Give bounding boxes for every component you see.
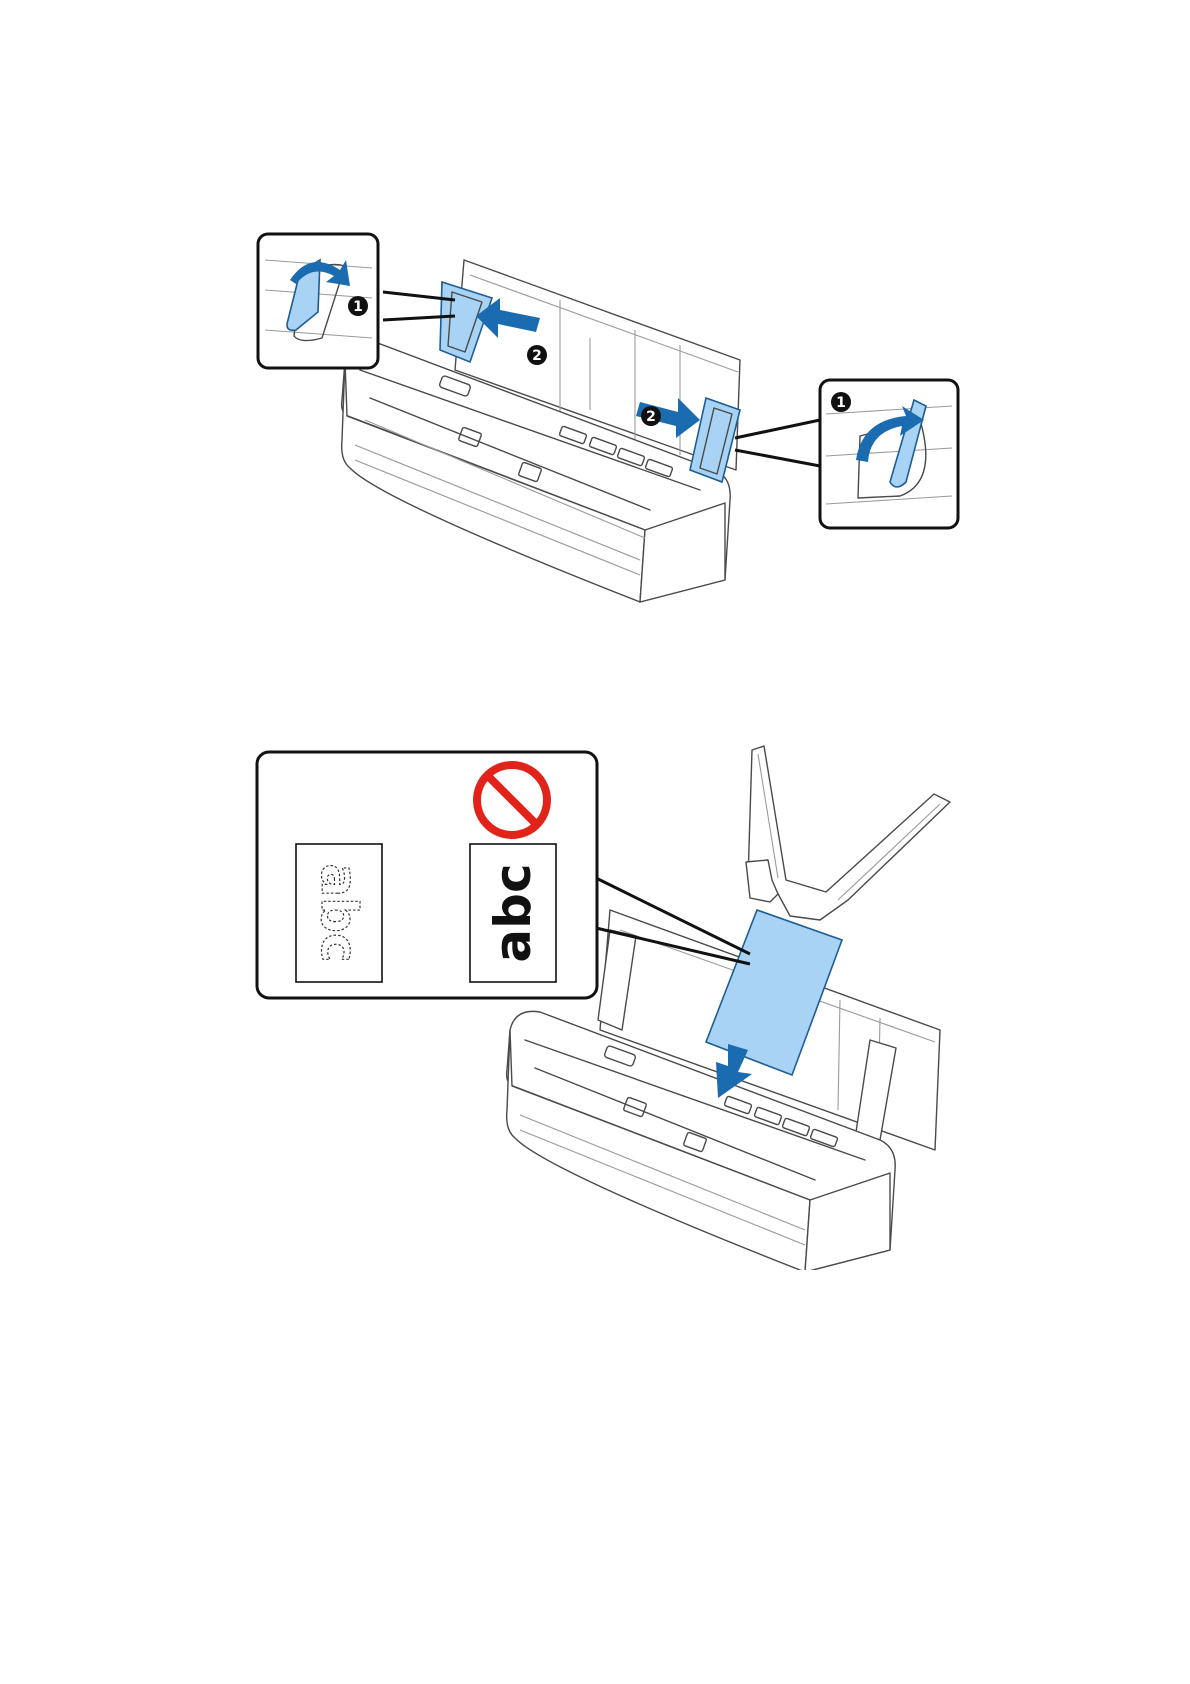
figure-load-document: abc abc <box>0 730 1190 1270</box>
step-badge-2-right: 2 <box>641 406 661 426</box>
svg-text:1: 1 <box>353 299 363 315</box>
load-document-illustration: abc abc <box>0 730 1190 1270</box>
edge-guides-illustration: 1 1 2 2 <box>0 220 1190 620</box>
sample-face-down-text: abc <box>310 863 368 962</box>
figure-edge-guides: 1 1 2 2 <box>0 220 1190 620</box>
svg-text:2: 2 <box>646 409 656 425</box>
svg-text:2: 2 <box>532 348 542 364</box>
tray-extension <box>746 746 950 920</box>
callout-right: 1 <box>735 380 958 528</box>
svg-text:1: 1 <box>836 395 846 411</box>
callout-left: 1 <box>258 234 455 368</box>
step-badge-2-left: 2 <box>527 345 547 365</box>
sample-face-up-text: abc <box>484 863 542 962</box>
